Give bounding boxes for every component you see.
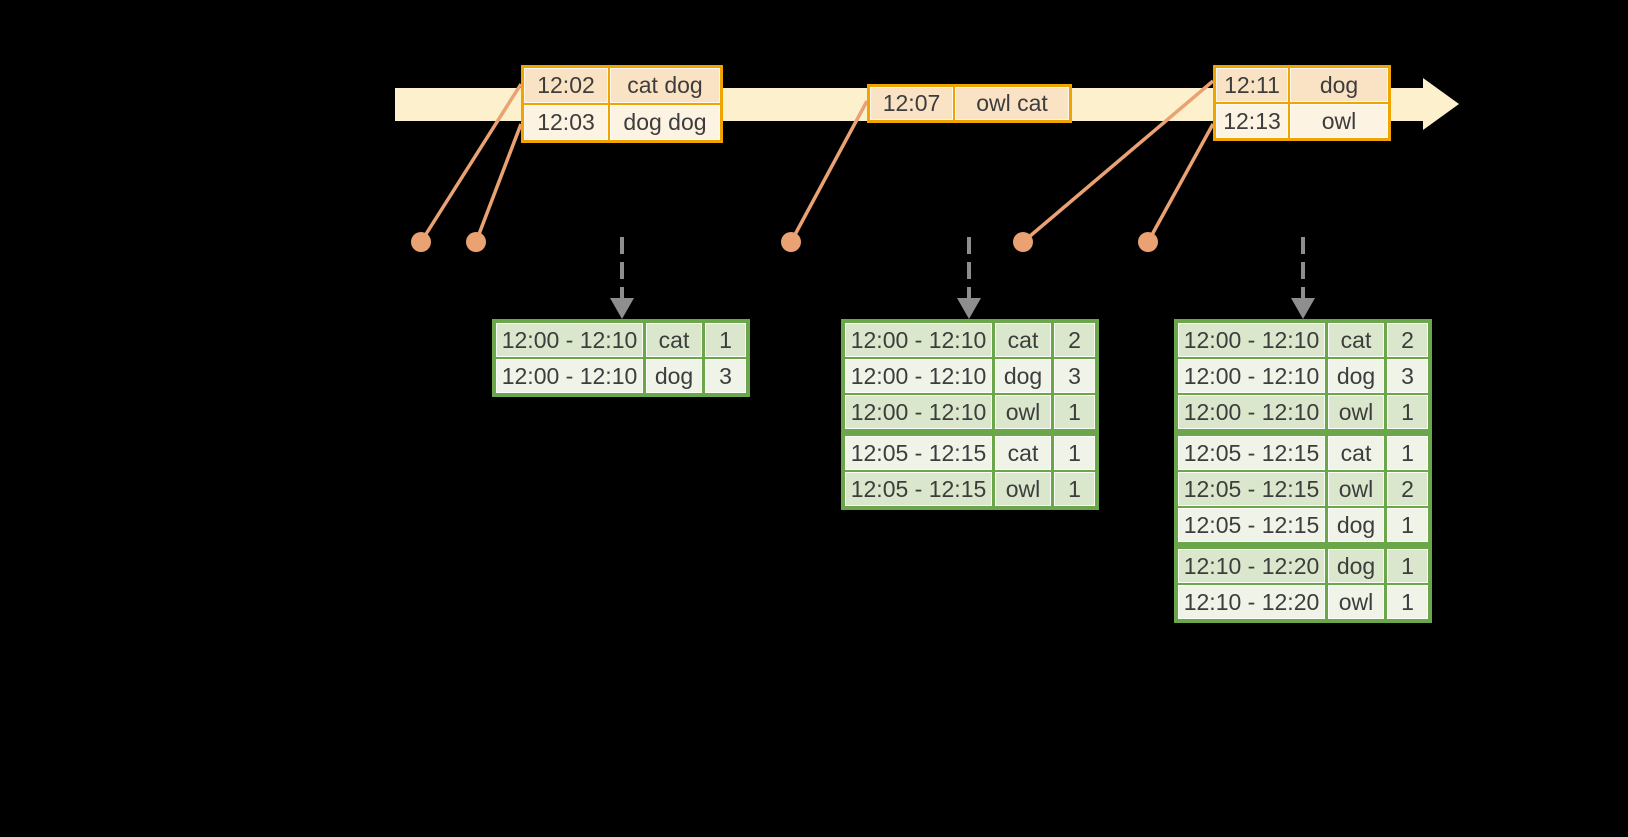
window-cell: 12:05 - 12:15 bbox=[1178, 472, 1325, 506]
word-cell: cat bbox=[646, 323, 702, 357]
event-table: 12:02 cat dog 12:03 dog dog bbox=[521, 65, 723, 143]
word-cell: owl bbox=[995, 395, 1051, 429]
trigger-arrow-head-icon bbox=[957, 298, 981, 319]
word-cell: dog bbox=[646, 359, 702, 393]
word-cell: cat bbox=[995, 323, 1051, 357]
event-time-cell: 12:03 bbox=[524, 105, 608, 140]
connector-line bbox=[789, 100, 869, 243]
count-cell: 2 bbox=[1387, 472, 1428, 506]
event-time-cell: 12:02 bbox=[524, 68, 608, 103]
event-dot bbox=[466, 232, 486, 252]
word-cell: cat bbox=[1328, 323, 1384, 357]
connector-lines bbox=[419, 79, 1215, 244]
count-cell: 1 bbox=[1054, 436, 1095, 470]
count-cell: 3 bbox=[1054, 359, 1095, 393]
window-cell: 12:10 - 12:20 bbox=[1178, 549, 1325, 583]
window-cell: 12:10 - 12:20 bbox=[1178, 585, 1325, 619]
word-cell: cat bbox=[1328, 436, 1384, 470]
word-cell: cat bbox=[995, 436, 1051, 470]
event-dot bbox=[411, 232, 431, 252]
window-cell: 12:00 - 12:10 bbox=[845, 359, 992, 393]
event-row: 12:13 owl bbox=[1216, 104, 1388, 138]
event-dot bbox=[1013, 232, 1033, 252]
count-cell: 1 bbox=[1387, 395, 1428, 429]
word-cell: dog bbox=[1328, 549, 1384, 583]
window-cell: 12:05 - 12:15 bbox=[845, 472, 992, 506]
window-cell: 12:05 - 12:15 bbox=[1178, 436, 1325, 470]
count-cell: 1 bbox=[705, 323, 746, 357]
event-words-cell: dog dog bbox=[610, 105, 720, 140]
event-table: 12:11 dog 12:13 owl bbox=[1213, 65, 1391, 141]
count-cell: 1 bbox=[1054, 395, 1095, 429]
connector-line bbox=[419, 83, 523, 243]
connector-line bbox=[474, 123, 523, 243]
event-dots bbox=[411, 232, 1158, 252]
word-cell: owl bbox=[1328, 395, 1384, 429]
connector-line bbox=[1146, 123, 1215, 243]
count-cell: 1 bbox=[1387, 549, 1428, 583]
word-cell: owl bbox=[1328, 472, 1384, 506]
count-cell: 1 bbox=[1054, 472, 1095, 506]
event-dot bbox=[781, 232, 801, 252]
event-time-cell: 12:11 bbox=[1216, 68, 1288, 102]
window-cell: 12:05 - 12:15 bbox=[845, 436, 992, 470]
word-cell: dog bbox=[1328, 359, 1384, 393]
count-cell: 2 bbox=[1054, 323, 1095, 357]
word-cell: owl bbox=[1328, 585, 1384, 619]
window-cell: 12:00 - 12:10 bbox=[845, 395, 992, 429]
event-time-cell: 12:07 bbox=[870, 87, 953, 120]
count-cell: 1 bbox=[1387, 508, 1428, 542]
event-words-cell: cat dog bbox=[610, 68, 720, 103]
event-row: 12:03 dog dog bbox=[524, 105, 720, 140]
event-words-cell: owl bbox=[1290, 104, 1388, 138]
window-cell: 12:00 - 12:10 bbox=[1178, 359, 1325, 393]
count-cell: 3 bbox=[705, 359, 746, 393]
window-cell: 12:00 - 12:10 bbox=[1178, 323, 1325, 357]
count-cell: 1 bbox=[1387, 585, 1428, 619]
window-cell: 12:05 - 12:15 bbox=[1178, 508, 1325, 542]
count-cell: 2 bbox=[1387, 323, 1428, 357]
timeline-arrowhead-icon bbox=[1423, 78, 1459, 130]
trigger-arrows bbox=[610, 237, 1315, 319]
event-dot bbox=[1138, 232, 1158, 252]
trigger-arrow-head-icon bbox=[1291, 298, 1315, 319]
window-cell: 12:00 - 12:10 bbox=[845, 323, 992, 357]
event-row: 12:07 owl cat bbox=[870, 87, 1069, 120]
event-words-cell: owl cat bbox=[955, 87, 1069, 120]
event-table: 12:07 owl cat bbox=[867, 84, 1072, 123]
event-words-cell: dog bbox=[1290, 68, 1388, 102]
event-row: 12:11 dog bbox=[1216, 68, 1388, 102]
count-cell: 1 bbox=[1387, 436, 1428, 470]
trigger-arrow-head-icon bbox=[610, 298, 634, 319]
window-cell: 12:00 - 12:10 bbox=[496, 359, 643, 393]
connector-line bbox=[1021, 79, 1215, 244]
word-cell: dog bbox=[1328, 508, 1384, 542]
window-cell: 12:00 - 12:10 bbox=[496, 323, 643, 357]
word-cell: dog bbox=[995, 359, 1051, 393]
count-cell: 3 bbox=[1387, 359, 1428, 393]
event-time-cell: 12:13 bbox=[1216, 104, 1288, 138]
window-cell: 12:00 - 12:10 bbox=[1178, 395, 1325, 429]
word-cell: owl bbox=[995, 472, 1051, 506]
event-row: 12:02 cat dog bbox=[524, 68, 720, 103]
